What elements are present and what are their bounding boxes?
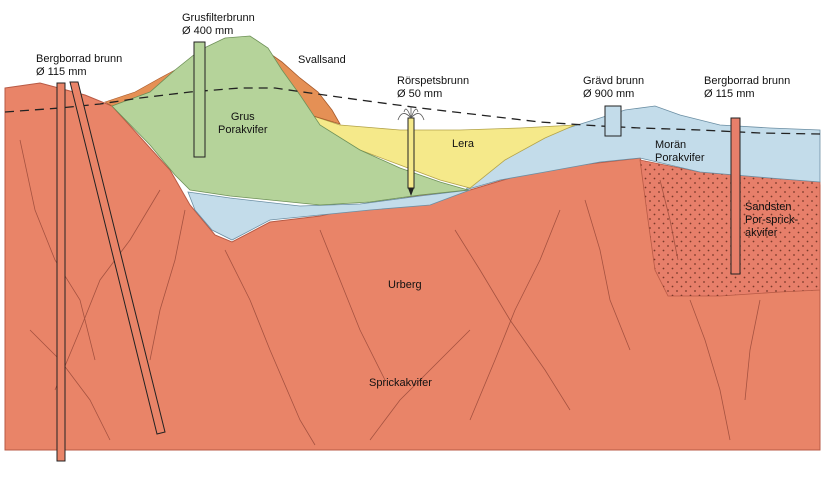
label-clay: Lera bbox=[452, 138, 474, 151]
label-gravel-aquifer-material: Grus bbox=[218, 111, 268, 124]
label-bedrock: Urberg bbox=[388, 279, 422, 292]
label-sandstone-aquifer: Sandsten Por-sprick- akvifer bbox=[745, 201, 798, 240]
label-bedrock-well-left-diameter: Ø 115 mm bbox=[36, 66, 122, 79]
label-gravel-filter-well-diameter: Ø 400 mm bbox=[182, 25, 255, 38]
label-dug-well: Grävd brunn Ø 900 mm bbox=[583, 75, 644, 101]
label-gravel-aquifer: Grus Porakvifer bbox=[218, 111, 268, 137]
label-fracture-aquifer: Sprickakvifer bbox=[369, 377, 432, 390]
label-gravel-aquifer-type: Porakvifer bbox=[218, 124, 268, 137]
label-bedrock-well-right: Bergborrad brunn Ø 115 mm bbox=[704, 75, 790, 101]
label-moraine-aquifer: Morän Porakvifer bbox=[655, 139, 705, 165]
label-swash-sand: Svallsand bbox=[298, 54, 346, 67]
label-bedrock-well-right-diameter: Ø 115 mm bbox=[704, 88, 790, 101]
label-point-well-diameter: Ø 50 mm bbox=[397, 88, 469, 101]
gravel-filter-well bbox=[194, 42, 205, 157]
dug-well bbox=[605, 106, 621, 136]
label-bedrock-well-left-name: Bergborrad brunn bbox=[36, 53, 122, 66]
label-moraine-aquifer-material: Morän bbox=[655, 139, 705, 152]
label-bedrock-well-left: Bergborrad brunn Ø 115 mm bbox=[36, 53, 122, 79]
label-gravel-filter-well: Grusfilterbrunn Ø 400 mm bbox=[182, 12, 255, 38]
label-sandstone-aquifer-material: Sandsten bbox=[745, 201, 798, 214]
point-well-pipe bbox=[408, 118, 414, 188]
label-point-well-name: Rörspetsbrunn bbox=[397, 75, 469, 88]
label-moraine-aquifer-type: Porakvifer bbox=[655, 152, 705, 165]
label-bedrock-well-right-name: Bergborrad brunn bbox=[704, 75, 790, 88]
label-sandstone-aquifer-type-2: akvifer bbox=[745, 227, 798, 240]
bedrock-well-left-vertical bbox=[57, 83, 65, 461]
bedrock-well-right bbox=[731, 118, 740, 274]
label-point-well: Rörspetsbrunn Ø 50 mm bbox=[397, 75, 469, 101]
label-dug-well-name: Grävd brunn bbox=[583, 75, 644, 88]
label-gravel-filter-well-name: Grusfilterbrunn bbox=[182, 12, 255, 25]
label-dug-well-diameter: Ø 900 mm bbox=[583, 88, 644, 101]
water-spray-icon bbox=[398, 106, 424, 120]
label-sandstone-aquifer-type-1: Por-sprick- bbox=[745, 214, 798, 227]
